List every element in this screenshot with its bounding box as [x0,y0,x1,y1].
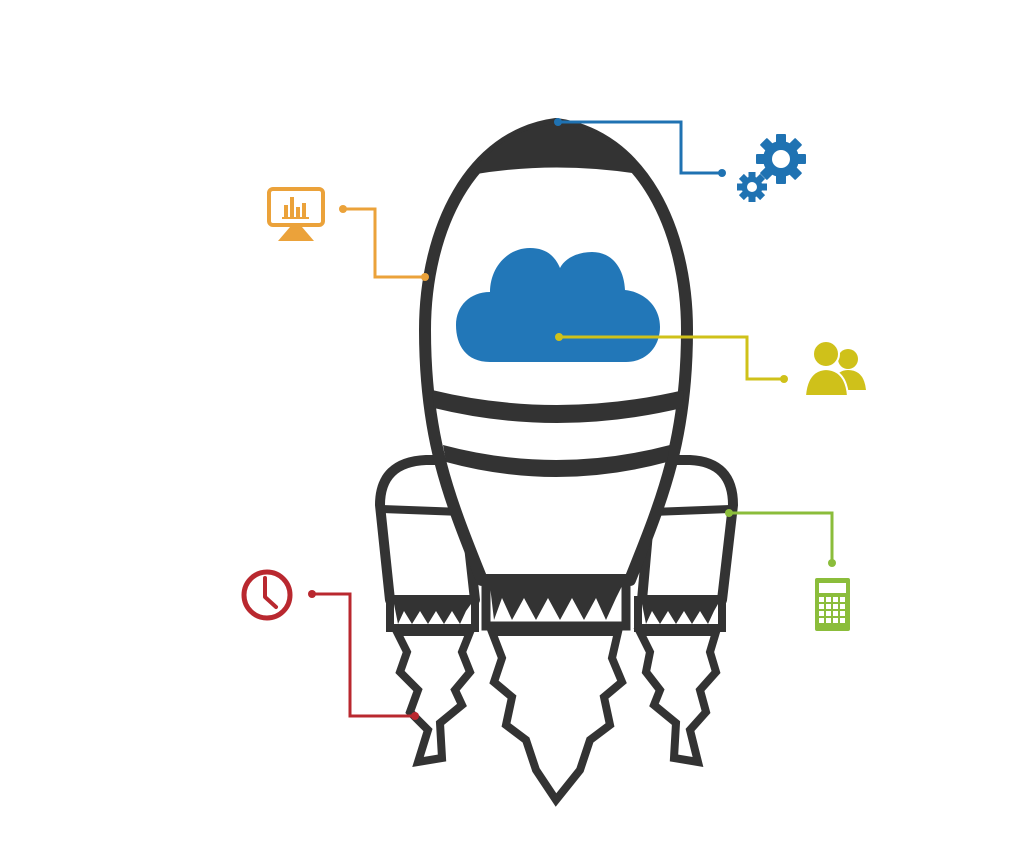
rocket-nozzles [386,577,726,632]
users-connector [559,335,784,381]
rocket-nose-cone [470,124,645,175]
calculator-connector [729,511,834,563]
center-flame [486,628,627,807]
calculator-icon [815,578,850,631]
right-flame [633,628,722,767]
monitor-chart-icon [267,187,325,241]
rocket-stripe-upper [432,390,684,423]
gear-icon [737,134,806,202]
monitor-connector [343,207,425,279]
connector-lines [308,118,836,720]
clock-connector [312,592,415,718]
rocket-stripe-lower [443,445,670,477]
users-icon [803,340,866,397]
clock-icon [241,569,293,621]
booster-bands [381,505,731,516]
gear-connector [558,120,722,175]
cloud-icon [456,248,660,362]
left-flame [390,628,476,768]
rocket-flames [390,628,722,807]
